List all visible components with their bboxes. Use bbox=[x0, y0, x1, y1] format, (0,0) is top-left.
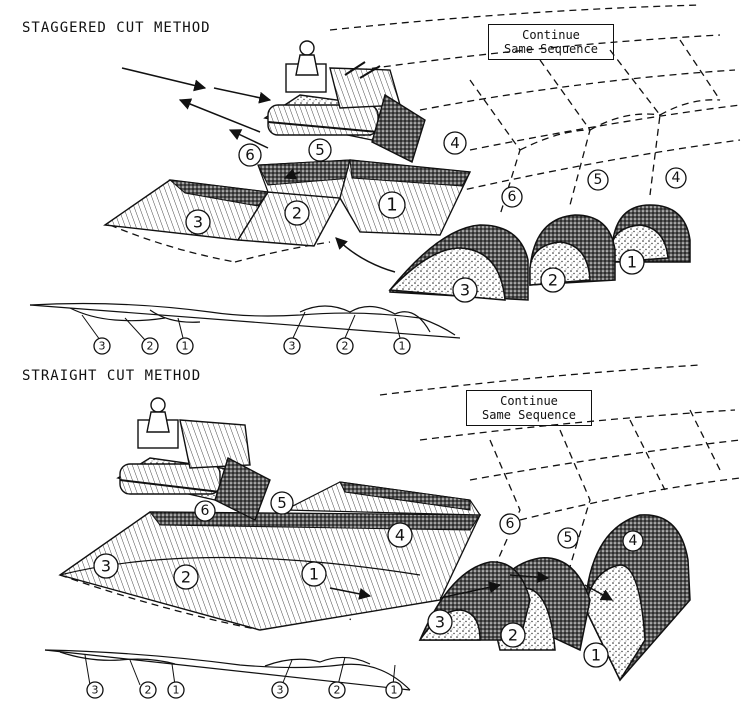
staggered-cut-label-1: 1 bbox=[378, 191, 406, 219]
svg-text:3: 3 bbox=[92, 684, 99, 697]
svg-text:3: 3 bbox=[435, 613, 445, 632]
svg-text:5: 5 bbox=[594, 172, 603, 188]
svg-text:4: 4 bbox=[395, 526, 405, 545]
straight-profile bbox=[44, 649, 411, 691]
staggered-profile-label-3a: 3 bbox=[93, 337, 111, 355]
straight-cut-strip bbox=[58, 481, 482, 631]
staggered-cut-3 bbox=[103, 179, 270, 241]
straight-profile-label-1b: 1 bbox=[385, 681, 403, 699]
staggered-profile bbox=[29, 302, 461, 339]
svg-text:6: 6 bbox=[245, 146, 255, 164]
svg-text:1: 1 bbox=[173, 684, 180, 697]
staggered-pile-label-5: 5 bbox=[587, 169, 609, 191]
staggered-cut-label-4: 4 bbox=[443, 131, 467, 155]
svg-text:1: 1 bbox=[399, 340, 406, 353]
straight-cut-label-6: 6 bbox=[194, 500, 216, 522]
staggered-pile-label-4: 4 bbox=[665, 167, 687, 189]
straight-pile-label-4: 4 bbox=[622, 530, 644, 552]
staggered-cut-label-3: 3 bbox=[185, 209, 211, 235]
staggered-cut-1 bbox=[339, 159, 472, 236]
straight-cut-label-2: 2 bbox=[173, 564, 199, 590]
svg-text:1: 1 bbox=[627, 253, 637, 272]
staggered-note-line1: Continue bbox=[522, 28, 580, 42]
svg-text:6: 6 bbox=[506, 516, 515, 532]
staggered-profile-label-3b: 3 bbox=[283, 337, 301, 355]
straight-title: STRAIGHT CUT METHOD bbox=[22, 368, 202, 384]
staggered-title: STAGGERED CUT METHOD bbox=[22, 20, 211, 36]
staggered-pile-label-1: 1 bbox=[619, 249, 645, 275]
svg-text:3: 3 bbox=[99, 340, 106, 353]
straight-note-box: Continue Same Sequence bbox=[466, 390, 592, 426]
straight-pile-label-2: 2 bbox=[500, 622, 526, 648]
staggered-cut-label-5: 5 bbox=[308, 138, 332, 162]
svg-text:2: 2 bbox=[292, 204, 302, 223]
svg-text:5: 5 bbox=[315, 141, 325, 159]
staggered-cut-label-2: 2 bbox=[284, 200, 310, 226]
svg-text:5: 5 bbox=[564, 530, 573, 546]
straight-arrows bbox=[329, 571, 614, 601]
straight-cut-label-1: 1 bbox=[301, 561, 327, 587]
svg-text:1: 1 bbox=[591, 646, 601, 665]
staggered-profile-label-2a: 2 bbox=[141, 337, 159, 355]
staggered-note-line2: Same Sequence bbox=[504, 42, 598, 56]
svg-text:1: 1 bbox=[391, 684, 398, 697]
straight-profile-label-2b: 2 bbox=[328, 681, 346, 699]
staggered-dashed-grid bbox=[109, 4, 741, 263]
label-layer: 1 2 3 4 5 6 1 2 3 4 5 6 3 2 1 3 2 1 1 2 3 4 5 6 1 2 3 4 5 6 3 2 1 3 2 1 bbox=[86, 131, 687, 699]
svg-text:2: 2 bbox=[508, 626, 518, 645]
straight-profile-label-3b: 3 bbox=[271, 681, 289, 699]
svg-text:2: 2 bbox=[181, 568, 191, 587]
svg-text:3: 3 bbox=[193, 213, 203, 232]
staggered-profile-label-1b: 1 bbox=[393, 337, 411, 355]
svg-text:2: 2 bbox=[548, 271, 558, 290]
svg-text:4: 4 bbox=[629, 533, 638, 549]
straight-pile-label-1: 1 bbox=[583, 642, 609, 668]
svg-text:4: 4 bbox=[450, 134, 460, 152]
svg-text:6: 6 bbox=[201, 503, 210, 519]
svg-text:2: 2 bbox=[342, 340, 349, 353]
svg-text:5: 5 bbox=[277, 494, 287, 512]
straight-profile-leaders bbox=[84, 654, 396, 686]
straight-note-line2: Same Sequence bbox=[482, 408, 576, 422]
svg-text:1: 1 bbox=[386, 195, 397, 216]
straight-pile-label-6: 6 bbox=[499, 513, 521, 535]
svg-text:2: 2 bbox=[334, 684, 341, 697]
svg-text:6: 6 bbox=[508, 189, 517, 205]
staggered-cut-label-6: 6 bbox=[238, 143, 262, 167]
straight-profile-label-1a: 1 bbox=[167, 681, 185, 699]
staggered-profile-label-2b: 2 bbox=[336, 337, 354, 355]
svg-text:3: 3 bbox=[460, 281, 470, 300]
staggered-pile-label-3: 3 bbox=[452, 277, 478, 303]
svg-text:2: 2 bbox=[147, 340, 154, 353]
straight-profile-label-3a: 3 bbox=[86, 681, 104, 699]
svg-text:1: 1 bbox=[309, 565, 319, 584]
svg-text:3: 3 bbox=[289, 340, 296, 353]
straight-cut-label-4: 4 bbox=[387, 522, 413, 548]
straight-bulldozer bbox=[116, 397, 271, 521]
svg-text:1: 1 bbox=[182, 340, 189, 353]
svg-text:3: 3 bbox=[277, 684, 284, 697]
svg-text:2: 2 bbox=[145, 684, 152, 697]
straight-cut-label-5: 5 bbox=[270, 491, 294, 515]
straight-pile-label-3: 3 bbox=[427, 609, 453, 635]
staggered-pile-label-6: 6 bbox=[501, 186, 523, 208]
svg-text:4: 4 bbox=[672, 170, 681, 186]
straight-note-line1: Continue bbox=[500, 394, 558, 408]
staggered-profile-label-1a: 1 bbox=[176, 337, 194, 355]
svg-text:3: 3 bbox=[101, 557, 111, 576]
straight-profile-label-2a: 2 bbox=[139, 681, 157, 699]
staggered-bulldozer bbox=[263, 40, 426, 163]
staggered-profile-leaders bbox=[81, 311, 401, 341]
staggered-pile-label-2: 2 bbox=[540, 267, 566, 293]
straight-pile-label-5: 5 bbox=[557, 527, 579, 549]
staggered-arrows bbox=[121, 67, 396, 273]
straight-cut-label-3: 3 bbox=[93, 553, 119, 579]
